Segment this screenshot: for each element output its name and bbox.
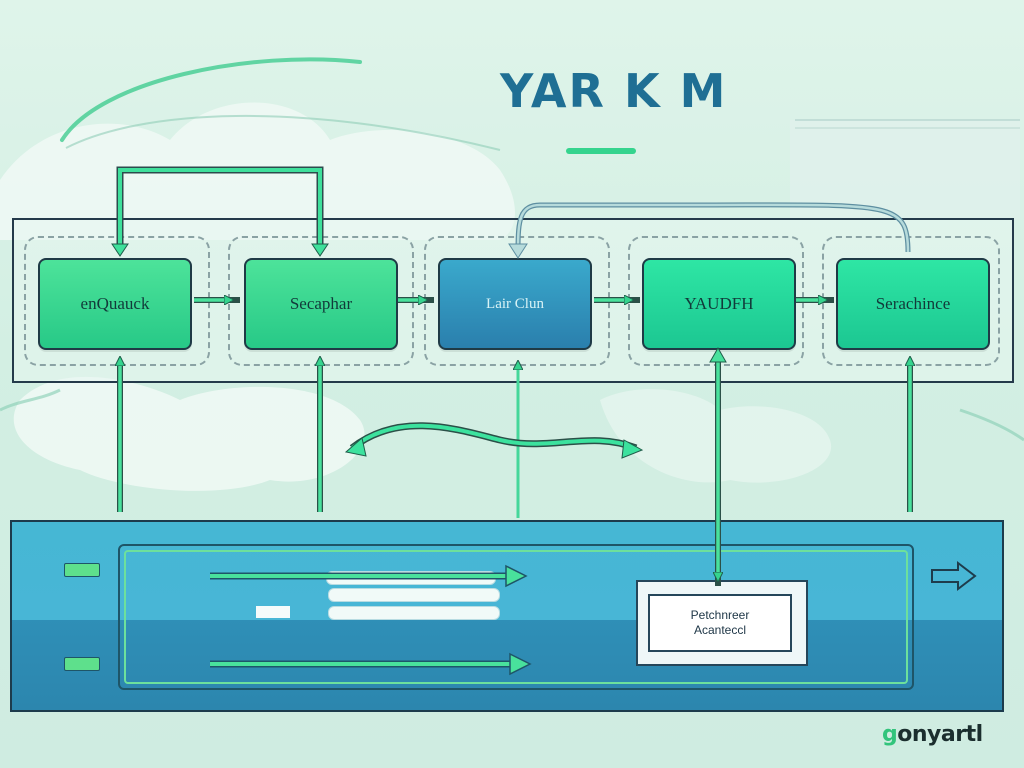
panel-arrowhead [505,564,528,588]
panel-pill [328,606,500,620]
node-lair-clun[interactable]: Lair Clun [438,258,592,350]
brand-mark: g [882,722,898,747]
page-title: YAR K M [500,64,728,118]
feedback-arrowhead [311,243,329,257]
background-cloud [13,376,365,491]
return-arrow [516,203,910,253]
panel-tag [64,563,100,577]
panel-pill [328,588,500,602]
node-label: Serachince [875,294,951,313]
node-label: Secaphar [289,294,353,313]
output-label-line2: Acanteccl [693,623,747,637]
title-underline [566,148,636,154]
panel-arrowhead [509,652,532,676]
panel-tag [64,657,100,671]
output-box-inner: Petchnreer Acanteccl [648,594,792,652]
feedback-arrow [118,168,322,252]
node-label: enQuauck [80,294,150,313]
node-serachince[interactable]: Serachince [836,258,990,350]
feedback-arrowhead [111,243,129,257]
wave-arrowhead [344,437,367,457]
wave-arrow [350,423,637,450]
output-label-line1: Petchnreer [690,608,750,622]
return-arrowhead [508,243,528,259]
node-yaudfh[interactable]: YAUDFH [642,258,796,350]
brand-text: onyartl [897,722,983,747]
node-label: Lair Clun [486,295,544,312]
feedback-arrow [116,166,320,252]
background-sweep [60,57,362,142]
bottom-panel [10,520,1004,712]
exit-arrow [931,560,977,592]
background-sweep [0,388,61,412]
output-box[interactable]: Petchnreer Acanteccl [636,580,808,666]
brand-logo: gonyartl [882,722,983,747]
node-secaphar[interactable]: Secaphar [244,258,398,350]
panel-chip [256,606,290,618]
output-arrowhead [709,346,727,363]
node-label: YAUDFH [684,294,754,313]
return-arrow [515,202,911,253]
inner-frame [118,544,914,690]
node-enquauck[interactable]: enQuauck [38,258,192,350]
background-sweep [65,115,501,151]
wave-arrowhead [621,439,644,459]
background-sweep [959,408,1024,442]
